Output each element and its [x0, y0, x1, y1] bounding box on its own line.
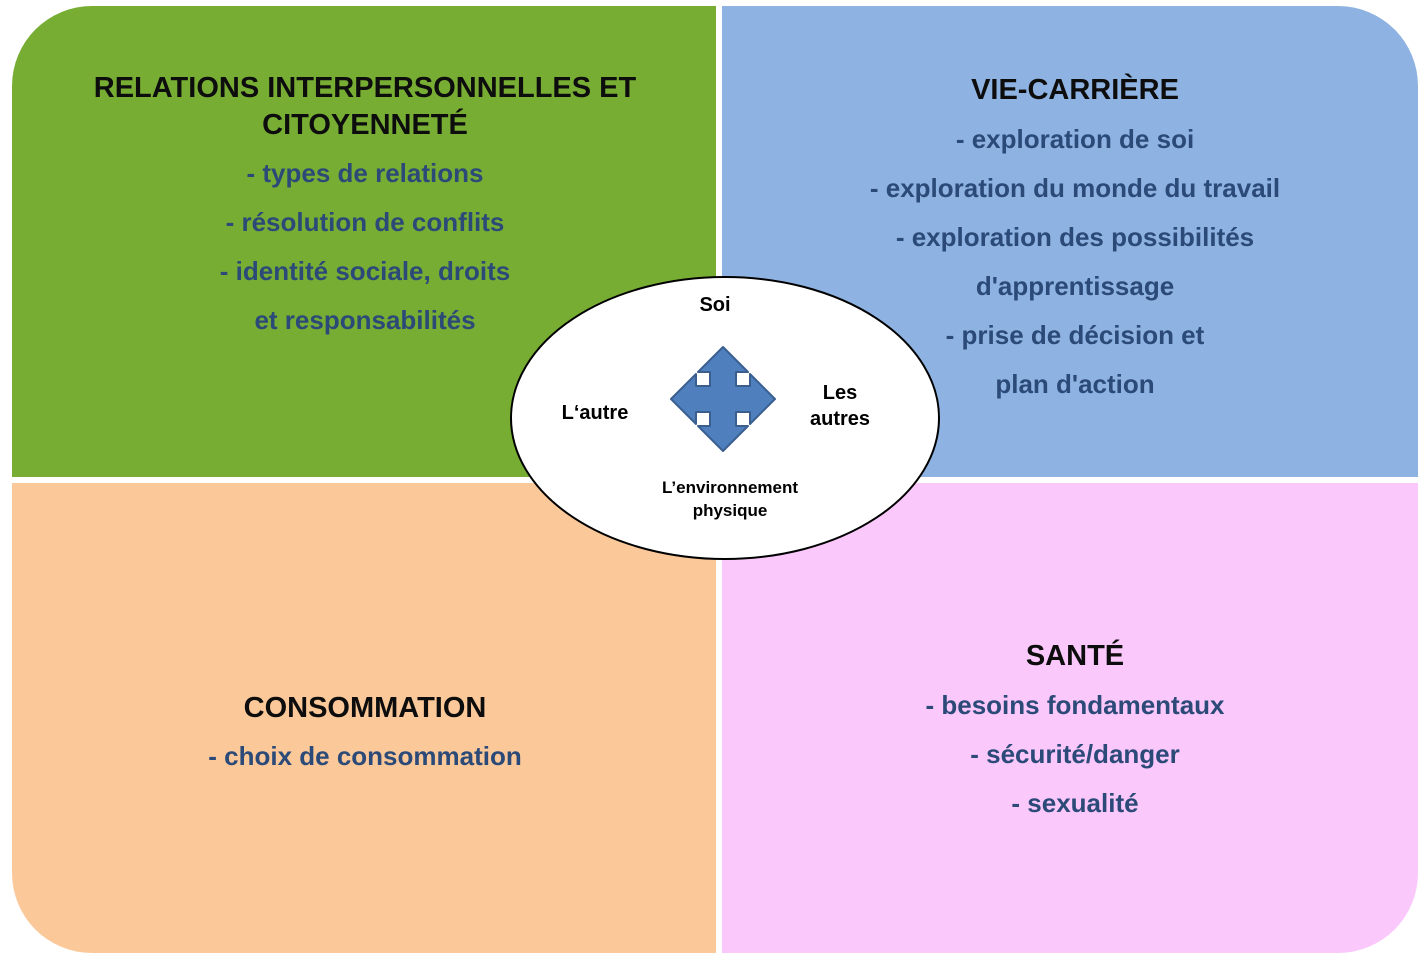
consommation-item: - choix de consommation: [208, 741, 522, 771]
center-label-environnement: L’environnement physique: [620, 476, 840, 522]
consommation-title: CONSOMMATION: [243, 692, 487, 724]
center-label-les-autres: Les autres: [790, 380, 890, 432]
center-label-environnement-line1: L’environnement: [661, 478, 799, 497]
sante-text-block: SANTÉ - besoins fondamentaux - sécurité/…: [800, 638, 1350, 828]
vie-carriere-item: d'apprentissage: [975, 271, 1175, 301]
vie-carriere-text-block: VIE-CARRIÈRE - exploration de soi - expl…: [800, 72, 1350, 409]
vie-carriere-item: - exploration des possibilités: [895, 222, 1255, 252]
four-way-arrow-icon: [670, 346, 776, 452]
center-label-soi: Soi: [699, 294, 731, 316]
relations-item: - types de relations: [246, 158, 484, 188]
vie-carriere-items: - exploration de soi - exploration du mo…: [800, 115, 1350, 409]
center-label-environnement-line2: physique: [692, 501, 768, 520]
vie-carriere-item: plan d'action: [995, 369, 1155, 399]
sante-title: SANTÉ: [1025, 640, 1125, 672]
relations-item: - identité sociale, droits: [219, 256, 511, 286]
relations-title-line2: CITOYENNETÉ: [262, 109, 468, 141]
consommation-items: - choix de consommation: [60, 732, 670, 781]
vie-carriere-title: VIE-CARRIÈRE: [971, 74, 1179, 106]
vie-carriere-item: - exploration de soi: [955, 124, 1195, 154]
relations-title-line1: RELATIONS INTERPERSONNELLES ET: [93, 72, 637, 104]
center-label-les-autres-line1: Les: [822, 382, 858, 404]
quadrant-sante: [722, 483, 1418, 953]
relations-items: - types de relations - résolution de con…: [60, 149, 670, 345]
sante-items: - besoins fondamentaux - sécurité/danger…: [800, 681, 1350, 828]
relations-item: - résolution de conflits: [225, 207, 505, 237]
quadrant-consommation: [12, 483, 716, 953]
relations-item: et responsabilités: [254, 305, 476, 335]
sante-item: - sexualité: [1011, 788, 1139, 818]
sante-item: - sécurité/danger: [970, 739, 1180, 769]
vie-carriere-item: - prise de décision et: [945, 320, 1205, 350]
sante-item: - besoins fondamentaux: [925, 690, 1225, 720]
relations-text-block: RELATIONS INTERPERSONNELLES ET CITOYENNE…: [60, 70, 670, 345]
consommation-text-block: CONSOMMATION - choix de consommation: [60, 690, 670, 781]
vie-carriere-item: - exploration du monde du travail: [869, 173, 1281, 203]
center-label-l-autre: L‘autre: [561, 402, 629, 424]
center-label-les-autres-line2: autres: [809, 408, 871, 430]
